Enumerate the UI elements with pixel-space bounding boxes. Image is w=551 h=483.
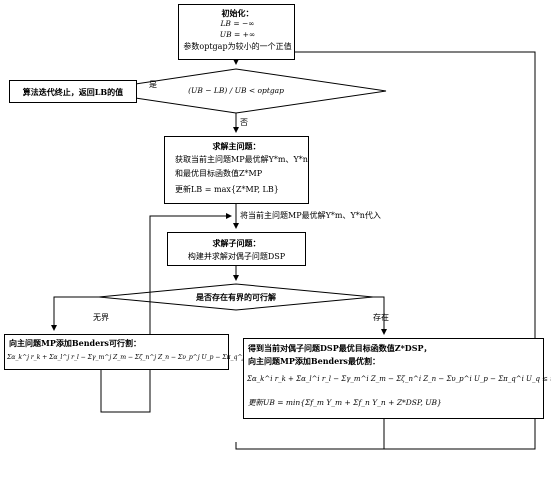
edge-master-to-sub-label: 将当前主问题MP最优解Y*m、Y*n代入 bbox=[240, 211, 381, 220]
arrow-feas-bottom-loop bbox=[235, 442, 384, 450]
init-param: 参数optgap为较小的一个正值 bbox=[183, 42, 292, 51]
master-line1: 获取当前主问题MP最优解Y*m、Y*n bbox=[175, 155, 308, 164]
decision1-yes-label: 是 bbox=[149, 80, 157, 89]
sub-title: 求解子问题： bbox=[212, 238, 261, 248]
arrow-decision2-to-opt-cut bbox=[373, 296, 387, 335]
init-ub: UB = +∞ bbox=[219, 30, 256, 39]
sub-box: 求解子问题： 构建并求解对偶子问题DSP bbox=[167, 232, 306, 266]
arrow-feas-cut-loop bbox=[100, 213, 232, 413]
init-title: 初始化： bbox=[221, 8, 254, 18]
master-line2: 和最优目标函数值Z*MP bbox=[175, 169, 263, 178]
decision2-condition: 是否存在有界的可行解 bbox=[196, 292, 276, 302]
feas-cut-title: 向主问题MP添加Benders可行割： bbox=[9, 338, 141, 348]
terminate-box: 算法迭代终止，返回LB的值 bbox=[9, 80, 137, 103]
master-box: 求解主问题： 获取当前主问题MP最优解Y*m、Y*n 和最优目标函数值Z*MP … bbox=[164, 136, 309, 204]
decision-feasibility-diamond bbox=[98, 283, 374, 311]
decision1-no-label: 否 bbox=[240, 118, 248, 127]
feas-cut-formula: Σα_k^j r_k + Σα_l^j r_l − Σγ_m^j Z_m − Σ… bbox=[7, 354, 292, 361]
opt-cut-line2: 向主问题MP添加Benders最优割： bbox=[248, 356, 380, 366]
master-title: 求解主问题： bbox=[212, 141, 261, 151]
decision2-right-label: 存在 bbox=[373, 313, 389, 322]
sub-line1: 构建并求解对偶子问题DSP bbox=[187, 252, 286, 261]
optimality-cut-box: 得到当前对偶子问题DSP最优目标函数值Z*DSP， 向主问题MP添加Bender… bbox=[243, 338, 551, 419]
opt-cut-update: 更新UB = min{Σf_m Y_m + Σf_n Y_n + Z*DSP, … bbox=[248, 398, 442, 407]
terminate-text: 算法迭代终止，返回LB的值 bbox=[22, 87, 124, 97]
decision2-left-label: 无界 bbox=[93, 313, 109, 322]
arrow-opt-cut-loop bbox=[240, 51, 536, 450]
init-lb: LB = −∞ bbox=[220, 19, 255, 28]
opt-cut-formula: Σα_k^i r_k + Σα_l^i r_l − Σγ_m^i Z_m − Σ… bbox=[247, 375, 551, 383]
decision1-condition: (UB − LB) / UB < optgap bbox=[188, 86, 284, 95]
feasibility-cut-box: 向主问题MP添加Benders可行割： Σα_k^j r_k + Σα_l^j … bbox=[4, 334, 292, 370]
arrow-decision2-to-feas-cut bbox=[51, 296, 99, 331]
init-box: 初始化： LB = −∞ UB = +∞ 参数optgap为较小的一个正值 bbox=[178, 4, 295, 60]
master-line3: 更新LB = max{Z*MP, LB} bbox=[175, 185, 279, 194]
opt-cut-line1: 得到当前对偶子问题DSP最优目标函数值Z*DSP， bbox=[248, 343, 432, 353]
